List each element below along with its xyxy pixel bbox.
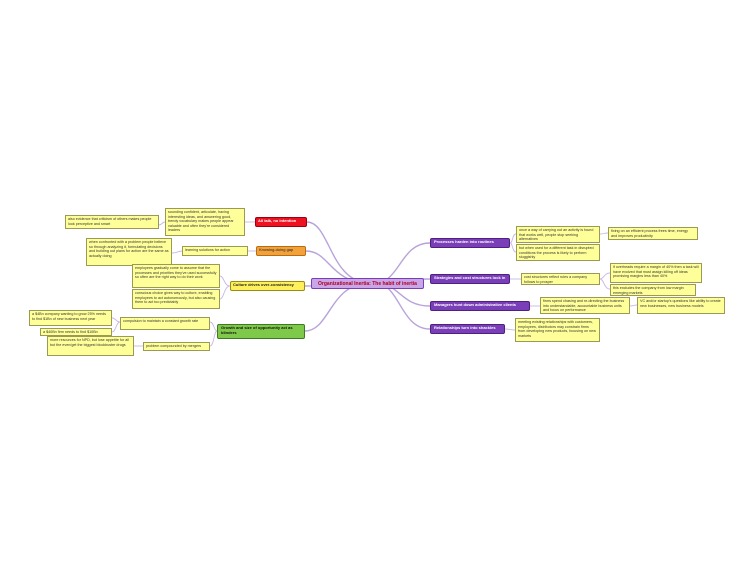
note-conscious: conscious choice gives way to culture, e… [132, 289, 220, 309]
central-topic[interactable]: Organizational Inertia: The habit of ine… [311, 278, 424, 289]
note-cost-structures: cost structures reflect rules a company … [521, 273, 600, 285]
branch-strategies[interactable]: Strategies and cost structures lock in [430, 274, 510, 284]
branch-knowing-doing[interactable]: Knowing-doing gap [256, 246, 306, 256]
note-more-resources: more resources for NPD, but lose appetit… [47, 336, 134, 356]
note-forty-b: a $40Bn firm needs to find $10Bn [40, 328, 112, 336]
branch-relationships[interactable]: Relationships turn into shackles [430, 324, 505, 334]
note-firm-spend: firms spend chasing and re-directing the… [540, 297, 630, 314]
branch-all-talk[interactable]: All talk, no intention [255, 217, 307, 227]
note-employees: employees gradually come to assume that … [132, 264, 220, 288]
note-routine-changed: but when used for a different task in di… [516, 244, 600, 261]
note-confronted: when confronted with a problem people be… [86, 238, 172, 266]
branch-managers[interactable]: Managers hunt down administrative client… [430, 301, 530, 311]
note-relationships: meeting existing relationships with cust… [515, 318, 600, 342]
note-routine-efficiency: fixing on an efficient process frees tim… [608, 227, 698, 240]
branch-growth[interactable]: Growth and size of opportunity act as bl… [217, 324, 305, 339]
note-excludes: this excludes the company from low margi… [610, 284, 696, 296]
note-routine-desc: once a way of carrying out an activity i… [516, 226, 600, 243]
note-sounding-confident: sounding confident, articulate, having i… [165, 208, 245, 236]
note-margin: if overheads require a margin of 40% the… [610, 263, 702, 283]
note-four-b: a $4Bn company wanting to grow 25% needs… [29, 310, 112, 326]
note-learning-solutions: learning solutions for action [182, 246, 248, 256]
note-criticism: also evidence that criticism of others m… [65, 215, 159, 229]
branch-processes[interactable]: Processes harden into routines [430, 238, 510, 248]
note-questions: VC and/or startup's questions like abili… [637, 297, 725, 314]
note-problem-merger: problem compounded by mergers [143, 342, 210, 351]
note-compulsion: compulsion to maintain a constant growth… [120, 317, 210, 330]
branch-culture[interactable]: Culture drives over-consistency [230, 281, 305, 291]
